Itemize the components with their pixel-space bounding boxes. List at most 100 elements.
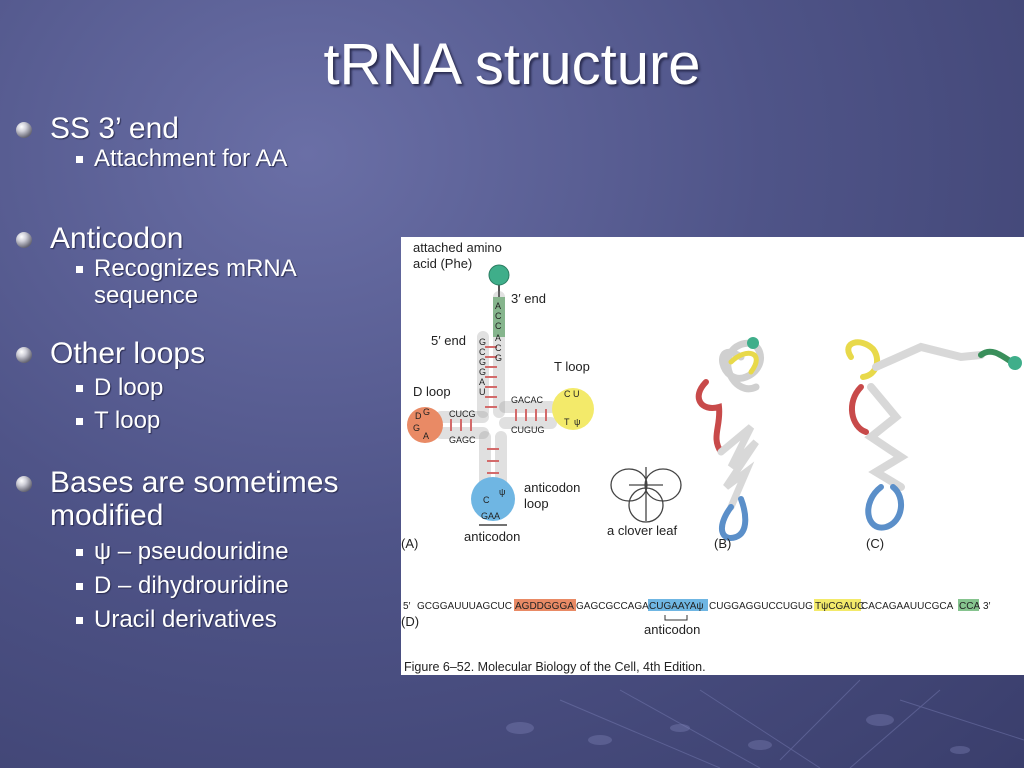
amino-acid-ball [488,264,510,286]
svg-text:A: A [423,431,429,441]
svg-text:GAA: GAA [481,511,500,521]
square-bullet-icon [76,266,83,273]
svg-text:D: D [415,411,422,421]
panel-c-label: (C) [866,536,884,551]
svg-text:CUCG: CUCG [449,409,476,419]
slide-title: tRNA structure [323,32,701,97]
seq-part: CACAGAAUUCGCA [861,601,954,612]
sub-bullet: Uracil derivatives [14,606,394,633]
sub-bullet-text: Uracil derivatives [94,606,277,633]
sub-bullet: T loop [14,407,394,434]
seq-part-acceptor: CCA [959,601,980,612]
sub-bullet: Recognizes mRNA sequence [14,255,354,309]
svg-text:C: C [479,347,486,357]
t-loop-circle [552,388,594,430]
ribbon-model-b [695,337,764,541]
attached-amino-label-2: acid (Phe) [413,256,472,271]
bullet-list: SS 3’ end Attachment for AA Anticodon Re… [14,112,394,633]
t-loop-label: T loop [554,359,590,374]
sub-bullet: ψ – pseudouridine [14,538,394,565]
seq-part: GAGCGCCAGA [576,601,649,612]
sub-bullet: D – dihydrouridine [14,572,394,599]
five-end-label: 5′ end [431,333,466,348]
sub-bullet-text: ψ – pseudouridine [94,538,289,565]
square-bullet-icon [76,156,83,163]
svg-text:GAGC: GAGC [449,435,476,445]
svg-text:G: G [479,357,486,367]
seq-anticodon-label: anticodon [644,622,700,637]
seq-anticodon-bracket [664,615,688,621]
svg-text:G: G [413,423,420,433]
seq-part: GCGGAUUUAGCUC [417,601,512,612]
svg-text:C: C [495,343,502,353]
svg-text:ψ: ψ [499,487,505,497]
panel-b-label: (B) [714,536,731,551]
sub-bullet-text: D loop [94,374,164,401]
anticodon-loop-label-2: loop [524,496,549,511]
bullet-ss-3-end: SS 3’ end [14,112,394,145]
bullet-sphere-icon [16,476,32,492]
bullet-anticodon: Anticodon [14,222,394,255]
sub-bullet-text: D – dihydrouridine [94,572,289,599]
bullet-text: Other loops [50,337,206,370]
svg-text:G: G [479,337,486,347]
bullet-sphere-icon [16,122,32,138]
square-bullet-icon [76,418,83,425]
attached-amino-label-1: attached amino [413,240,502,255]
anticodon-loop-circle [471,477,515,521]
ribbon-model-c [845,339,1022,531]
panel-a-label: (A) [401,536,418,551]
anticodon-label: anticodon [464,529,520,544]
seq-five: 5′ [403,601,411,612]
square-bullet-icon [76,617,83,624]
bullet-sphere-icon [16,347,32,363]
square-bullet-icon [76,549,83,556]
sub-bullet-text: Recognizes mRNA sequence [94,255,296,309]
svg-text:ψ: ψ [574,417,580,427]
sub-bullet-text: T loop [94,407,161,434]
sequence-highlights [514,599,979,611]
clover-leaf-icon [610,467,682,523]
panel-d-label: (D) [401,614,419,629]
bullet-bases-modified: Bases are sometimes modified [14,466,400,532]
seq-part-d-loop: AGDDGGGA [515,601,574,612]
svg-text:T: T [564,417,570,427]
svg-text:A: A [479,377,485,387]
clover-leaf-label: a clover leaf [607,523,677,538]
acceptor-end-highlight [493,297,505,337]
d-loop-circle [407,407,443,443]
svg-text:A: A [495,333,501,343]
seq-part-t-loop: TψCGAUC [815,601,864,612]
sub-bullet-text: Attachment for AA [94,145,288,172]
svg-text:C: C [564,389,571,399]
seq-part-anticodon: CUGAAYAψ [649,601,704,612]
bullet-sphere-icon [16,232,32,248]
figure-caption: Figure 6–52. Molecular Biology of the Ce… [404,660,706,674]
sequence-line: 5′ GCGGAUUUAGCUC AGDDGGGA GAGCGCCAGA CUG… [403,601,991,612]
svg-text:U: U [573,389,580,399]
svg-text:G: G [479,367,486,377]
svg-text:C: C [495,311,502,321]
sub-bullet: D loop [14,374,394,401]
svg-text:G: G [495,353,502,363]
seq-three: 3′ [983,601,991,612]
sub-bullet: Attachment for AA [14,145,394,172]
bullet-text: Bases are sometimes modified [50,466,339,532]
svg-text:A: A [495,301,501,311]
svg-text:CUGUG: CUGUG [511,425,545,435]
anticodon-loop-label-1: anticodon [524,480,580,495]
svg-text:U: U [479,387,486,397]
bullet-other-loops: Other loops [14,337,394,370]
svg-text:C: C [495,321,502,331]
acceptor-stem-pairs [485,346,497,408]
square-bullet-icon [76,583,83,590]
seq-part: CUGGAGGUCCUGUG [709,601,813,612]
three-end-label: 3′ end [511,291,546,306]
bullet-text: SS 3’ end [50,112,179,145]
svg-text:G: G [423,407,430,417]
d-loop-label: D loop [413,384,451,399]
bullet-text: Anticodon [50,222,184,255]
